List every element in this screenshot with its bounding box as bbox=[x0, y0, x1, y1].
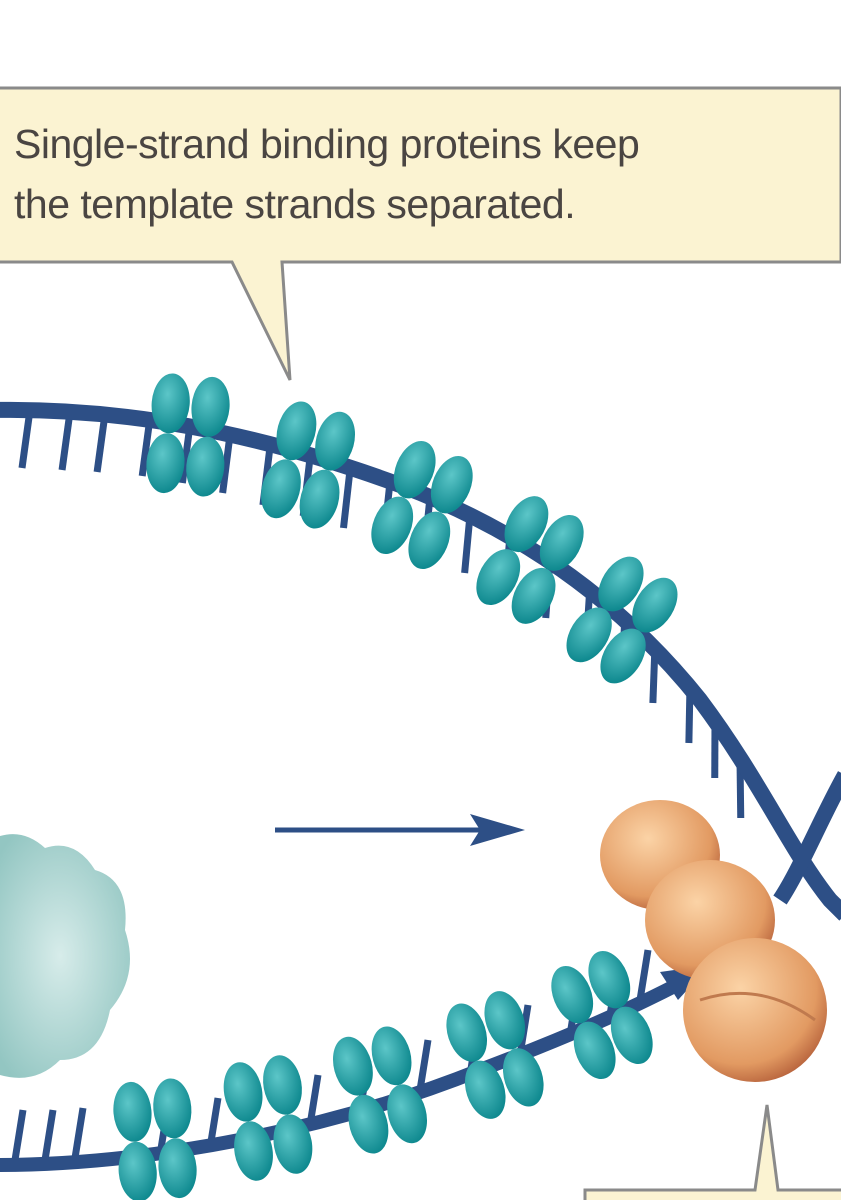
ssb-protein bbox=[146, 373, 230, 497]
ssb-callout bbox=[0, 86, 841, 381]
base-tick bbox=[636, 949, 652, 1001]
base-tick bbox=[18, 409, 34, 469]
ssb-protein bbox=[566, 556, 678, 684]
base-tick bbox=[93, 413, 109, 473]
base-tick bbox=[58, 411, 74, 471]
primase-protein bbox=[0, 834, 130, 1078]
ssb-protein bbox=[371, 440, 473, 570]
base-tick bbox=[219, 434, 234, 494]
helicase bbox=[600, 800, 827, 1082]
callout-line-1: Single-strand binding proteins keep bbox=[14, 121, 640, 167]
ssb-callout-text: Single-strand binding proteins keep the … bbox=[14, 114, 841, 234]
helicase-callout bbox=[583, 1104, 841, 1200]
ssb-protein bbox=[113, 1078, 197, 1200]
parental-strand-crossing bbox=[773, 771, 841, 905]
base-tick bbox=[340, 469, 354, 529]
ssb-protein bbox=[476, 496, 584, 624]
base-tick bbox=[461, 514, 474, 574]
ssb-protein bbox=[260, 401, 356, 529]
callout-line-2: the template strands separated. bbox=[14, 181, 576, 227]
ssb-protein bbox=[446, 991, 544, 1119]
ssb-proteins bbox=[113, 373, 678, 1200]
base-tick bbox=[41, 1109, 57, 1161]
base-tick bbox=[11, 1109, 27, 1161]
base-tick bbox=[416, 1039, 432, 1091]
base-tick bbox=[178, 424, 194, 484]
ssb-protein bbox=[551, 950, 653, 1080]
ssb-protein bbox=[332, 1026, 428, 1154]
base-tick bbox=[71, 1107, 87, 1159]
ssb-protein bbox=[223, 1055, 313, 1181]
arrow-right-icon bbox=[275, 814, 525, 846]
base-tick bbox=[306, 1074, 322, 1126]
